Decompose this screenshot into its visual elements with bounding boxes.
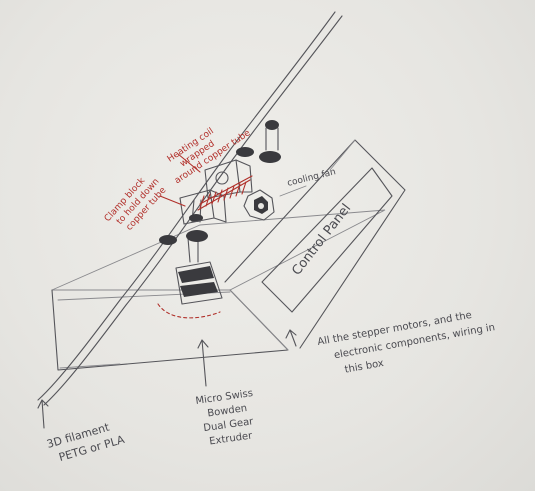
- stepper-line-3: this box: [344, 358, 385, 376]
- cooling-fan-label: cooling fan: [286, 167, 337, 189]
- heating-coil-label: Heating coil wrapped around copper tube: [161, 110, 253, 187]
- clamp-block-label: Clamp block to hold down copper tube: [103, 169, 170, 238]
- filament-label: 3D filament PETG or PLA: [45, 417, 126, 466]
- control-panel-label: Control Panel: [289, 201, 354, 278]
- cooling-fan-icon: [244, 190, 274, 220]
- extruder-label: Micro Swiss Bowden Dual Gear Extruder: [195, 388, 260, 449]
- stepper-motor: [176, 236, 222, 304]
- extruder-line-4: Extruder: [209, 430, 254, 447]
- stepper-note-label: All the stepper motors, and the electron…: [317, 306, 499, 379]
